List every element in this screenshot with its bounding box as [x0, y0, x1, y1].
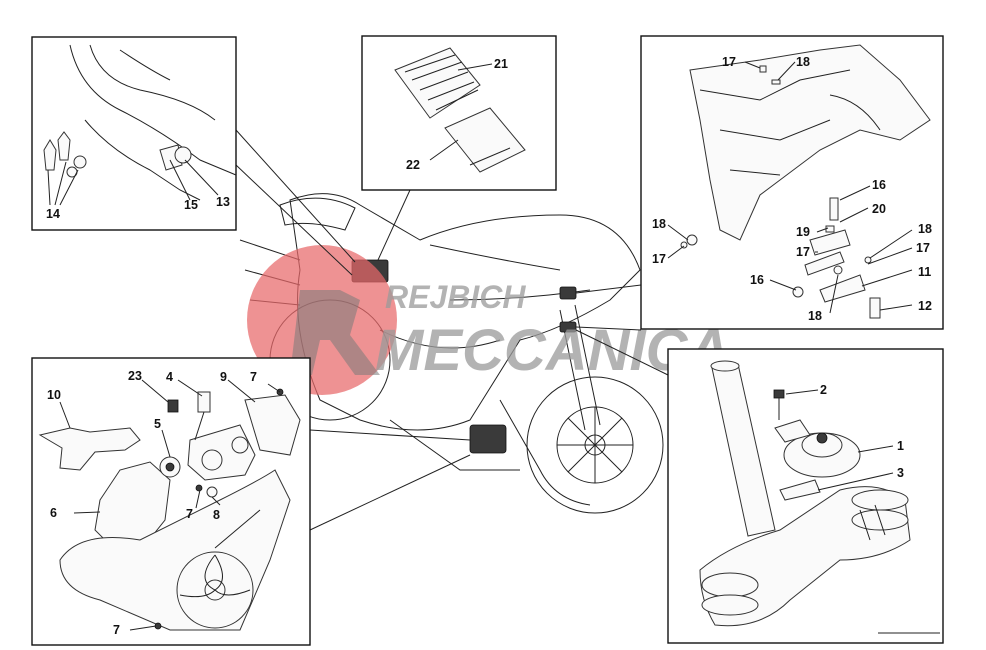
callout-17-a: 17 [722, 55, 736, 69]
callout-7-b: 7 [186, 507, 193, 521]
callout-6: 6 [50, 506, 57, 520]
detail-box-front-subframe: 17 18 16 20 19 18 17 17 18 17 11 16 12 1… [640, 35, 944, 330]
detail-box-ecu: 21 22 [361, 35, 557, 191]
callout-20: 20 [872, 202, 886, 216]
leader-lines [235, 129, 669, 531]
callout-4: 4 [166, 370, 173, 384]
callout-17-b: 17 [916, 241, 930, 255]
callout-16-b: 16 [750, 273, 764, 287]
callout-5: 5 [154, 417, 161, 431]
callout-17-d: 17 [652, 252, 666, 266]
callout-13: 13 [216, 195, 230, 209]
callout-7-a: 7 [250, 370, 257, 384]
callout-12: 12 [918, 299, 932, 313]
callout-7-c: 7 [113, 623, 120, 637]
callout-23: 23 [128, 369, 142, 383]
callout-15: 15 [184, 198, 198, 212]
callout-18-c: 18 [652, 217, 666, 231]
callout-3: 3 [897, 466, 904, 480]
watermark-logo-r-mark [290, 290, 380, 375]
detail-box-fan-assembly: 23 4 9 7 10 5 6 7 8 7 [31, 357, 311, 646]
callout-18-b: 18 [918, 222, 932, 236]
watermark-line1: REJBICH [385, 279, 526, 315]
callout-22: 22 [406, 158, 420, 172]
callout-18-a: 18 [796, 55, 810, 69]
callout-2: 2 [820, 383, 827, 397]
detail-box-horn: 2 1 3 [667, 348, 944, 644]
callout-9: 9 [220, 370, 227, 384]
callout-21: 21 [494, 57, 508, 71]
callout-1: 1 [897, 439, 904, 453]
detail-box-rear-tail: 14 15 13 [31, 36, 237, 231]
callout-10: 10 [47, 388, 61, 402]
callout-11: 11 [918, 265, 931, 279]
callout-17-c: 17 [796, 245, 810, 259]
callout-8: 8 [213, 508, 220, 522]
callout-16-a: 16 [872, 178, 886, 192]
callout-18-d: 18 [808, 309, 822, 323]
callout-14: 14 [46, 207, 60, 221]
callout-19: 19 [796, 225, 810, 239]
